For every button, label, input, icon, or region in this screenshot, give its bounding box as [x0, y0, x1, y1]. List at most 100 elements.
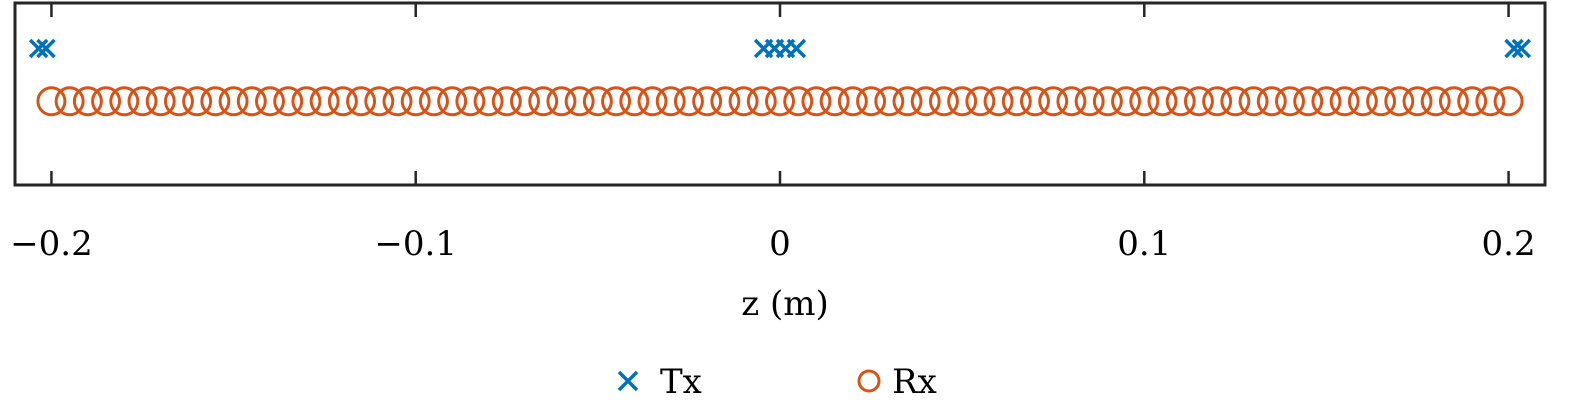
- rx-marker: [910, 86, 941, 117]
- rx-marker: [473, 86, 504, 117]
- rx-marker: [892, 86, 923, 117]
- tx-marker: [786, 38, 807, 59]
- rx-marker: [200, 86, 231, 117]
- rx-marker: [819, 86, 850, 117]
- rx-marker: [728, 86, 759, 117]
- rx-marker: [91, 86, 122, 117]
- x-tick-label: 0: [769, 224, 791, 264]
- rx-marker: [1147, 86, 1178, 117]
- rx-marker: [510, 86, 540, 117]
- rx-marker: [291, 86, 322, 117]
- rx-marker: [637, 86, 668, 117]
- rx-marker: [455, 86, 486, 117]
- rx-marker: [1420, 86, 1451, 117]
- rx-marker: [163, 86, 194, 117]
- rx-marker: [218, 86, 249, 117]
- rx-marker: [619, 86, 650, 117]
- rx-marker: [765, 86, 795, 117]
- legend-tx-marker: [617, 370, 639, 392]
- rx-markers: [36, 86, 1524, 117]
- rx-marker: [127, 86, 158, 117]
- rx-marker: [36, 86, 67, 117]
- tx-marker: [1504, 38, 1524, 59]
- rx-marker: [327, 86, 358, 117]
- rx-marker: [1238, 86, 1269, 117]
- rx-marker: [145, 86, 176, 117]
- x-ticks: [50, 3, 1510, 185]
- rx-marker: [1111, 86, 1142, 117]
- rx-marker: [710, 86, 741, 117]
- rx-marker: [1129, 86, 1160, 117]
- rx-marker: [1074, 86, 1105, 117]
- legend-tx-symbol: [617, 370, 639, 392]
- rx-marker: [1311, 86, 1342, 117]
- rx-marker: [1329, 86, 1360, 117]
- rx-marker: [109, 86, 140, 117]
- tx-marker: [1511, 38, 1532, 59]
- rx-marker: [965, 86, 996, 117]
- rx-marker: [801, 86, 832, 117]
- rx-marker: [601, 86, 632, 117]
- rx-marker: [1347, 86, 1378, 117]
- rx-marker: [72, 86, 103, 117]
- rx-marker: [673, 86, 704, 117]
- rx-marker: [874, 86, 905, 117]
- rx-marker: [382, 86, 413, 117]
- rx-marker: [1275, 86, 1305, 117]
- rx-marker: [1092, 86, 1123, 117]
- rx-marker: [418, 86, 449, 117]
- rx-marker: [273, 86, 304, 117]
- rx-marker: [437, 86, 468, 117]
- rx-marker: [856, 86, 887, 117]
- rx-marker: [746, 86, 777, 117]
- rx-marker: [783, 86, 814, 117]
- legend-rx-symbol: [857, 369, 881, 393]
- rx-marker: [1438, 86, 1469, 117]
- rx-marker: [546, 86, 577, 117]
- rx-marker: [837, 86, 868, 117]
- rx-marker: [1183, 86, 1214, 117]
- tx-markers: [28, 38, 1532, 59]
- rx-marker: [1202, 86, 1233, 117]
- rx-marker: [1402, 86, 1433, 117]
- rx-marker: [655, 86, 686, 117]
- tx-marker: [28, 38, 49, 59]
- legend-rx-label: Rx: [892, 362, 937, 402]
- rx-marker: [582, 86, 613, 117]
- rx-marker: [309, 86, 340, 117]
- x-tick-label: 0.1: [1117, 224, 1171, 264]
- rx-marker: [1020, 86, 1050, 117]
- rx-marker: [1457, 86, 1488, 117]
- plot-area: [13, 1, 1547, 187]
- rx-marker: [692, 86, 723, 117]
- rx-marker: [1038, 86, 1069, 117]
- x-axis-label: z (m): [741, 284, 829, 324]
- rx-marker: [928, 86, 959, 117]
- rx-marker: [1001, 86, 1032, 117]
- rx-marker: [1493, 86, 1524, 117]
- rx-marker: [564, 86, 595, 117]
- rx-marker: [1475, 86, 1506, 117]
- rx-marker: [528, 86, 559, 117]
- rx-marker: [400, 86, 431, 117]
- legend-tx-label: Tx: [660, 362, 702, 402]
- rx-marker: [54, 86, 85, 117]
- rx-marker: [346, 86, 377, 117]
- rx-marker: [1220, 86, 1251, 117]
- rx-marker: [236, 86, 267, 117]
- rx-marker: [947, 86, 978, 117]
- rx-marker: [1056, 86, 1087, 117]
- rx-marker: [1165, 86, 1196, 117]
- rx-marker: [1366, 86, 1397, 117]
- tx-marker: [36, 38, 56, 59]
- x-tick-label: −0.2: [10, 224, 93, 264]
- legend-rx-marker: [857, 369, 881, 393]
- rx-marker: [255, 86, 285, 117]
- rx-marker: [1293, 86, 1324, 117]
- rx-marker: [1256, 86, 1287, 117]
- rx-marker: [1384, 86, 1415, 117]
- rx-marker: [364, 86, 395, 117]
- rx-marker: [491, 86, 522, 117]
